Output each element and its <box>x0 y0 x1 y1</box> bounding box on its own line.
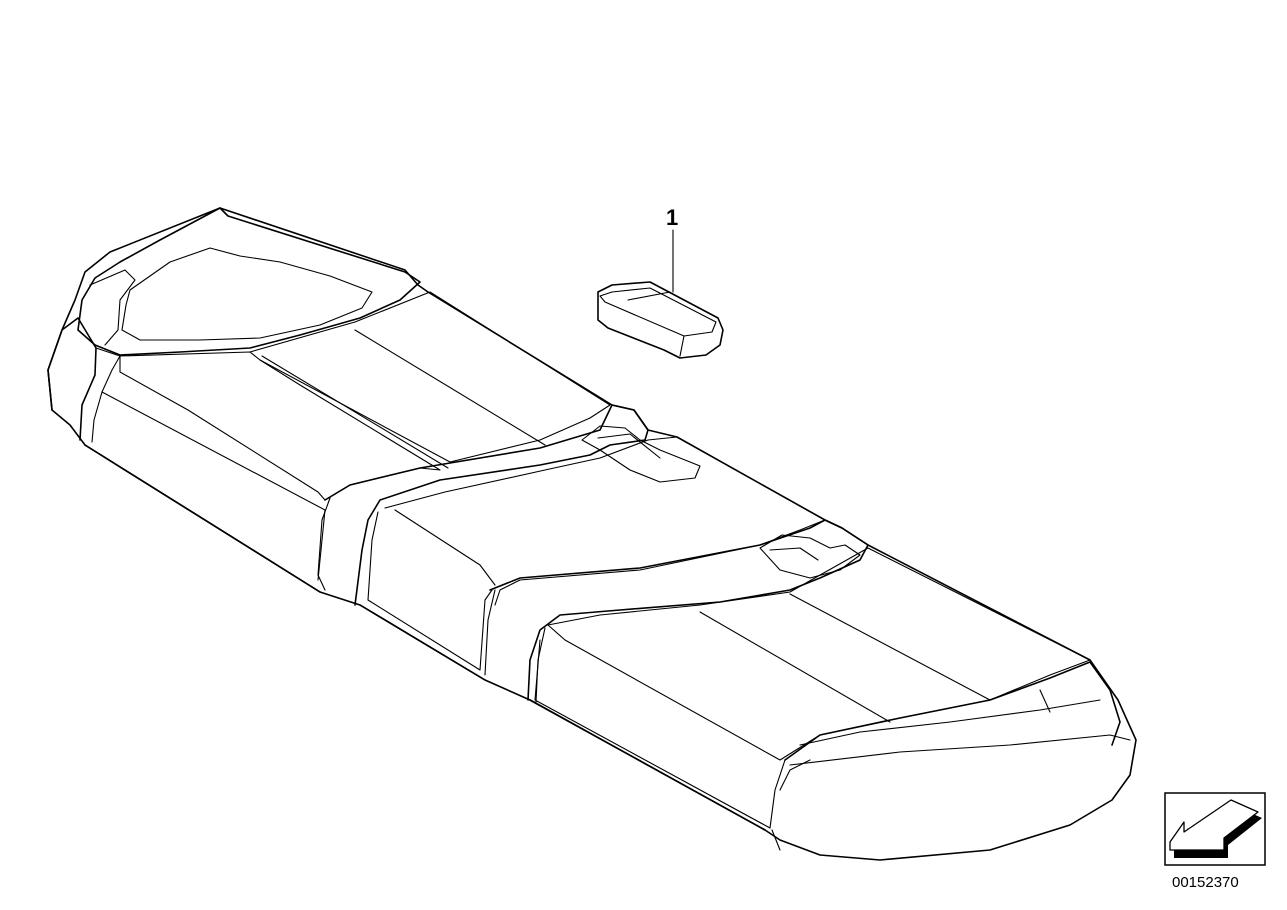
seat-cushion-drawing <box>47 207 1137 861</box>
part-1-cushion-pad <box>597 281 724 359</box>
navigation-icon-box[interactable] <box>1164 792 1266 866</box>
reference-number: 00152370 <box>1172 874 1239 891</box>
arrow-down-left-icon <box>1169 799 1262 858</box>
callout-label: 1 <box>666 205 678 230</box>
